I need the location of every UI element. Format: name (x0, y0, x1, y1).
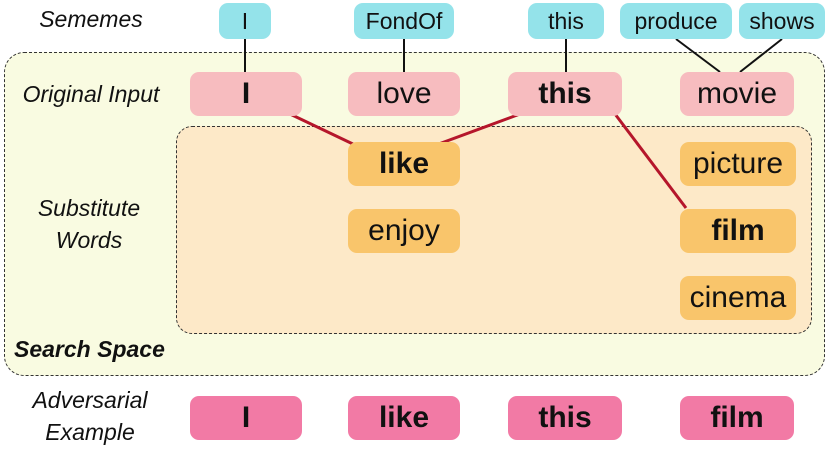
substitute-word-cinema: cinema (680, 276, 796, 320)
sememe-this: this (528, 3, 604, 39)
sememe-link-produce (675, 38, 721, 73)
sememes-label: Sememes (39, 6, 143, 32)
path-like-this (435, 112, 521, 147)
sememe-link-shows (739, 38, 783, 73)
path-i-like (289, 112, 356, 147)
adversarial-word-i: I (190, 396, 302, 440)
substitute-word-like: like (348, 142, 460, 186)
substitute-word-enjoy: enjoy (348, 209, 460, 253)
sememe-produce: produce (620, 3, 732, 39)
sememe-i: I (219, 3, 271, 39)
adversarial-word-like: like (348, 396, 460, 440)
path-this-film (613, 113, 688, 209)
sememe-shows: shows (739, 3, 825, 39)
substitute-words-label-line2: Words (55, 227, 123, 253)
original-word-movie: movie (680, 72, 794, 116)
search-space-label: Search Space (14, 336, 165, 362)
substitute-word-film: film (680, 209, 796, 253)
sememe-fondof: FondOf (354, 3, 454, 39)
substitute-words-label-line1: Substitute (37, 195, 141, 221)
substitute-word-picture: picture (680, 142, 796, 186)
original-word-this: this (508, 72, 622, 116)
original-input-label: Original Input (22, 81, 160, 107)
original-word-i: I (190, 72, 302, 116)
adversarial-word-this: this (508, 396, 622, 440)
original-word-love: love (348, 72, 460, 116)
adversarial-word-film: film (680, 396, 794, 440)
adversarial-example-label-line1: Adversarial (32, 387, 148, 413)
adversarial-example-label-line2: Example (45, 419, 135, 445)
